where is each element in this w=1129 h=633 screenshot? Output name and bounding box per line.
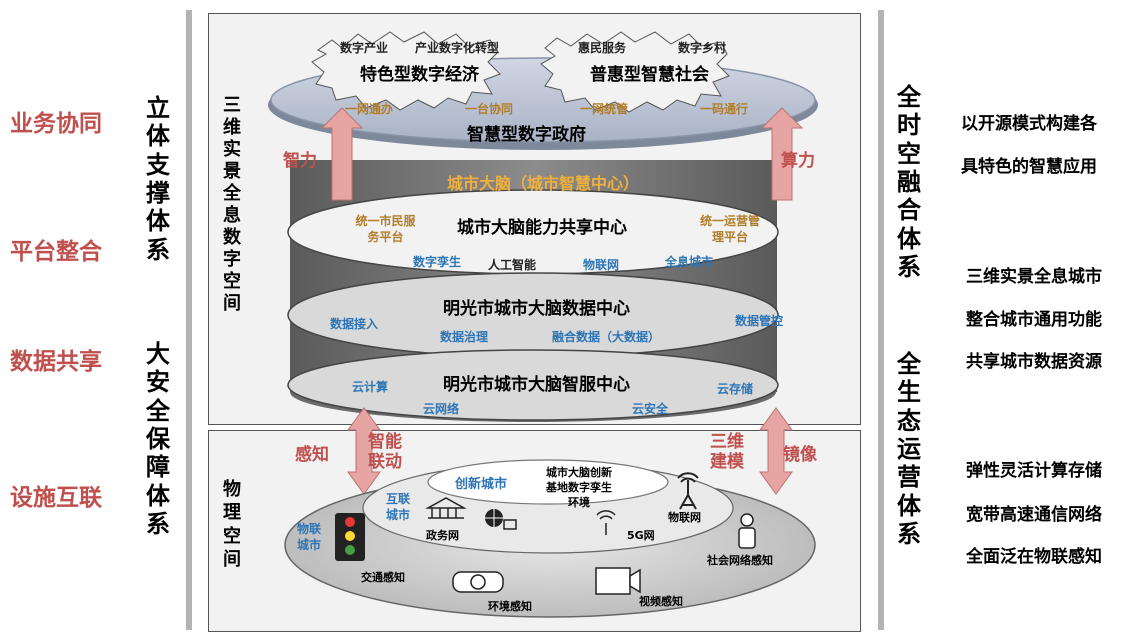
cloud-left-item-1: 数字产业 [340, 41, 389, 55]
data-item-1: 数据接入 [330, 317, 379, 331]
left-label-facility: 设施互联 [10, 485, 102, 511]
data-item-4: 数据管控 [735, 314, 784, 328]
left-vertical-support-system: 立体支撑体系 [146, 94, 170, 264]
right-text-mid-3: 共享城市数据资源 [966, 352, 1102, 372]
arrow-label-mirror: 镜像 [783, 445, 817, 465]
arrow-up-right [760, 107, 804, 201]
capability-item-3: 物联网 [583, 258, 620, 272]
arrow-label-perception: 感知 [295, 445, 329, 465]
right-text-top-1: 以开源模式构建各 [961, 114, 1097, 134]
brain-title: 城市大脑（城市智慧中心） [447, 174, 640, 193]
gov-item-2: 一台协同 [465, 102, 514, 116]
right-vertical-ecosystem: 全生态运营体系 [897, 350, 921, 548]
government-building-icon [425, 497, 467, 519]
right-text-mid-1: 三维实景全息城市 [966, 267, 1102, 287]
cloud-right-item-2: 数字乡村 [678, 41, 727, 55]
arrow-bidir-right [759, 407, 793, 495]
person-icon [738, 513, 756, 549]
environment-sensor-icon [452, 571, 504, 593]
right-text-top-2: 具特色的智慧应用 [961, 157, 1097, 177]
capability-right-platform: 统一运营管理平台 [699, 214, 760, 245]
left-label-data: 数据共享 [10, 349, 102, 375]
right-text-bottom-3: 全面泛在物联感知 [966, 547, 1102, 567]
service-center-ellipse [287, 349, 779, 421]
gov-network-label: 政务网 [426, 529, 459, 542]
innovation-city-text: 城市大脑创新基地数字孪生环境 [546, 466, 612, 509]
cloud-right [540, 31, 730, 113]
capability-item-2: 人工智能 [488, 258, 537, 272]
data-center-title: 明光市城市大脑数据中心 [443, 299, 630, 319]
cloud-left [311, 31, 501, 111]
service-center-title: 明光市城市大脑智服中心 [443, 375, 630, 395]
service-item-3: 云安全 [632, 402, 669, 416]
left-vertical-security-system: 大安全保障体系 [146, 340, 170, 538]
traffic-sensing-label: 交通感知 [361, 571, 405, 584]
cloud-left-item-2: 产业数字化转型 [415, 41, 500, 55]
right-vertical-fusion-system: 全时空融合体系 [897, 83, 921, 281]
capability-left-platform: 统一市民服务平台 [355, 214, 416, 245]
arrow-label-intelligence: 智力 [283, 151, 317, 171]
service-item-1: 云计算 [352, 380, 389, 394]
cloud-left-title: 特色型数字经济 [360, 65, 479, 85]
cloud-right-item-1: 惠民服务 [578, 41, 627, 55]
service-item-2: 云网络 [423, 402, 460, 416]
arrow-label-linkage: 智能联动 [368, 432, 402, 473]
gov-item-4: 一码通行 [700, 102, 749, 116]
arrow-label-3d-modeling: 三维建模 [710, 432, 744, 473]
right-text-mid-2: 整合城市通用功能 [966, 310, 1102, 330]
arrow-label-computing: 算力 [781, 151, 815, 171]
left-label-platform: 平台整合 [10, 239, 102, 265]
environment-sensing-label: 环境感知 [488, 600, 532, 613]
connected-city-label: 互联城市 [386, 492, 411, 522]
digital-space-vertical-label: 三维实景全息数字空间 [223, 95, 241, 314]
data-item-3: 融合数据（大数据） [552, 330, 661, 344]
iot-tower-icon [677, 472, 699, 510]
5g-antenna-icon [596, 510, 616, 535]
iot-network-label: 物联网 [668, 511, 701, 524]
capability-center-title: 城市大脑能力共享中心 [457, 218, 627, 238]
capability-item-4: 全息城市 [665, 255, 714, 269]
video-sensing-label: 视频感知 [639, 595, 683, 608]
iot-city-label: 物联城市 [297, 522, 322, 552]
right-text-bottom-2: 宽带高速通信网络 [966, 505, 1102, 525]
gov-item-1: 一网通办 [345, 102, 394, 116]
service-item-4: 云存储 [717, 382, 754, 396]
data-item-2: 数据治理 [440, 330, 489, 344]
left-label-business: 业务协同 [10, 111, 102, 137]
capability-item-1: 数字孪生 [413, 255, 462, 269]
physical-space-vertical-label: 物理空间 [223, 479, 241, 571]
innovation-city-ellipse [427, 459, 669, 505]
traffic-light-icon [335, 513, 365, 561]
arrow-bidir-left [347, 407, 381, 495]
innovation-city-label: 创新城市 [455, 477, 508, 492]
right-divider [878, 10, 884, 630]
gov-item-3: 一网统管 [580, 102, 629, 116]
arrow-up-left [320, 107, 364, 201]
camera-icon [595, 567, 641, 595]
social-network-label: 社会网络感知 [707, 554, 773, 567]
gov-title: 智慧型数字政府 [467, 125, 586, 145]
globe-computer-icon [485, 509, 517, 530]
left-divider [186, 10, 192, 630]
cloud-right-title: 普惠型智慧社会 [590, 65, 709, 85]
right-text-bottom-1: 弹性灵活计算存储 [966, 461, 1102, 481]
5g-label: 5G网 [627, 529, 655, 542]
